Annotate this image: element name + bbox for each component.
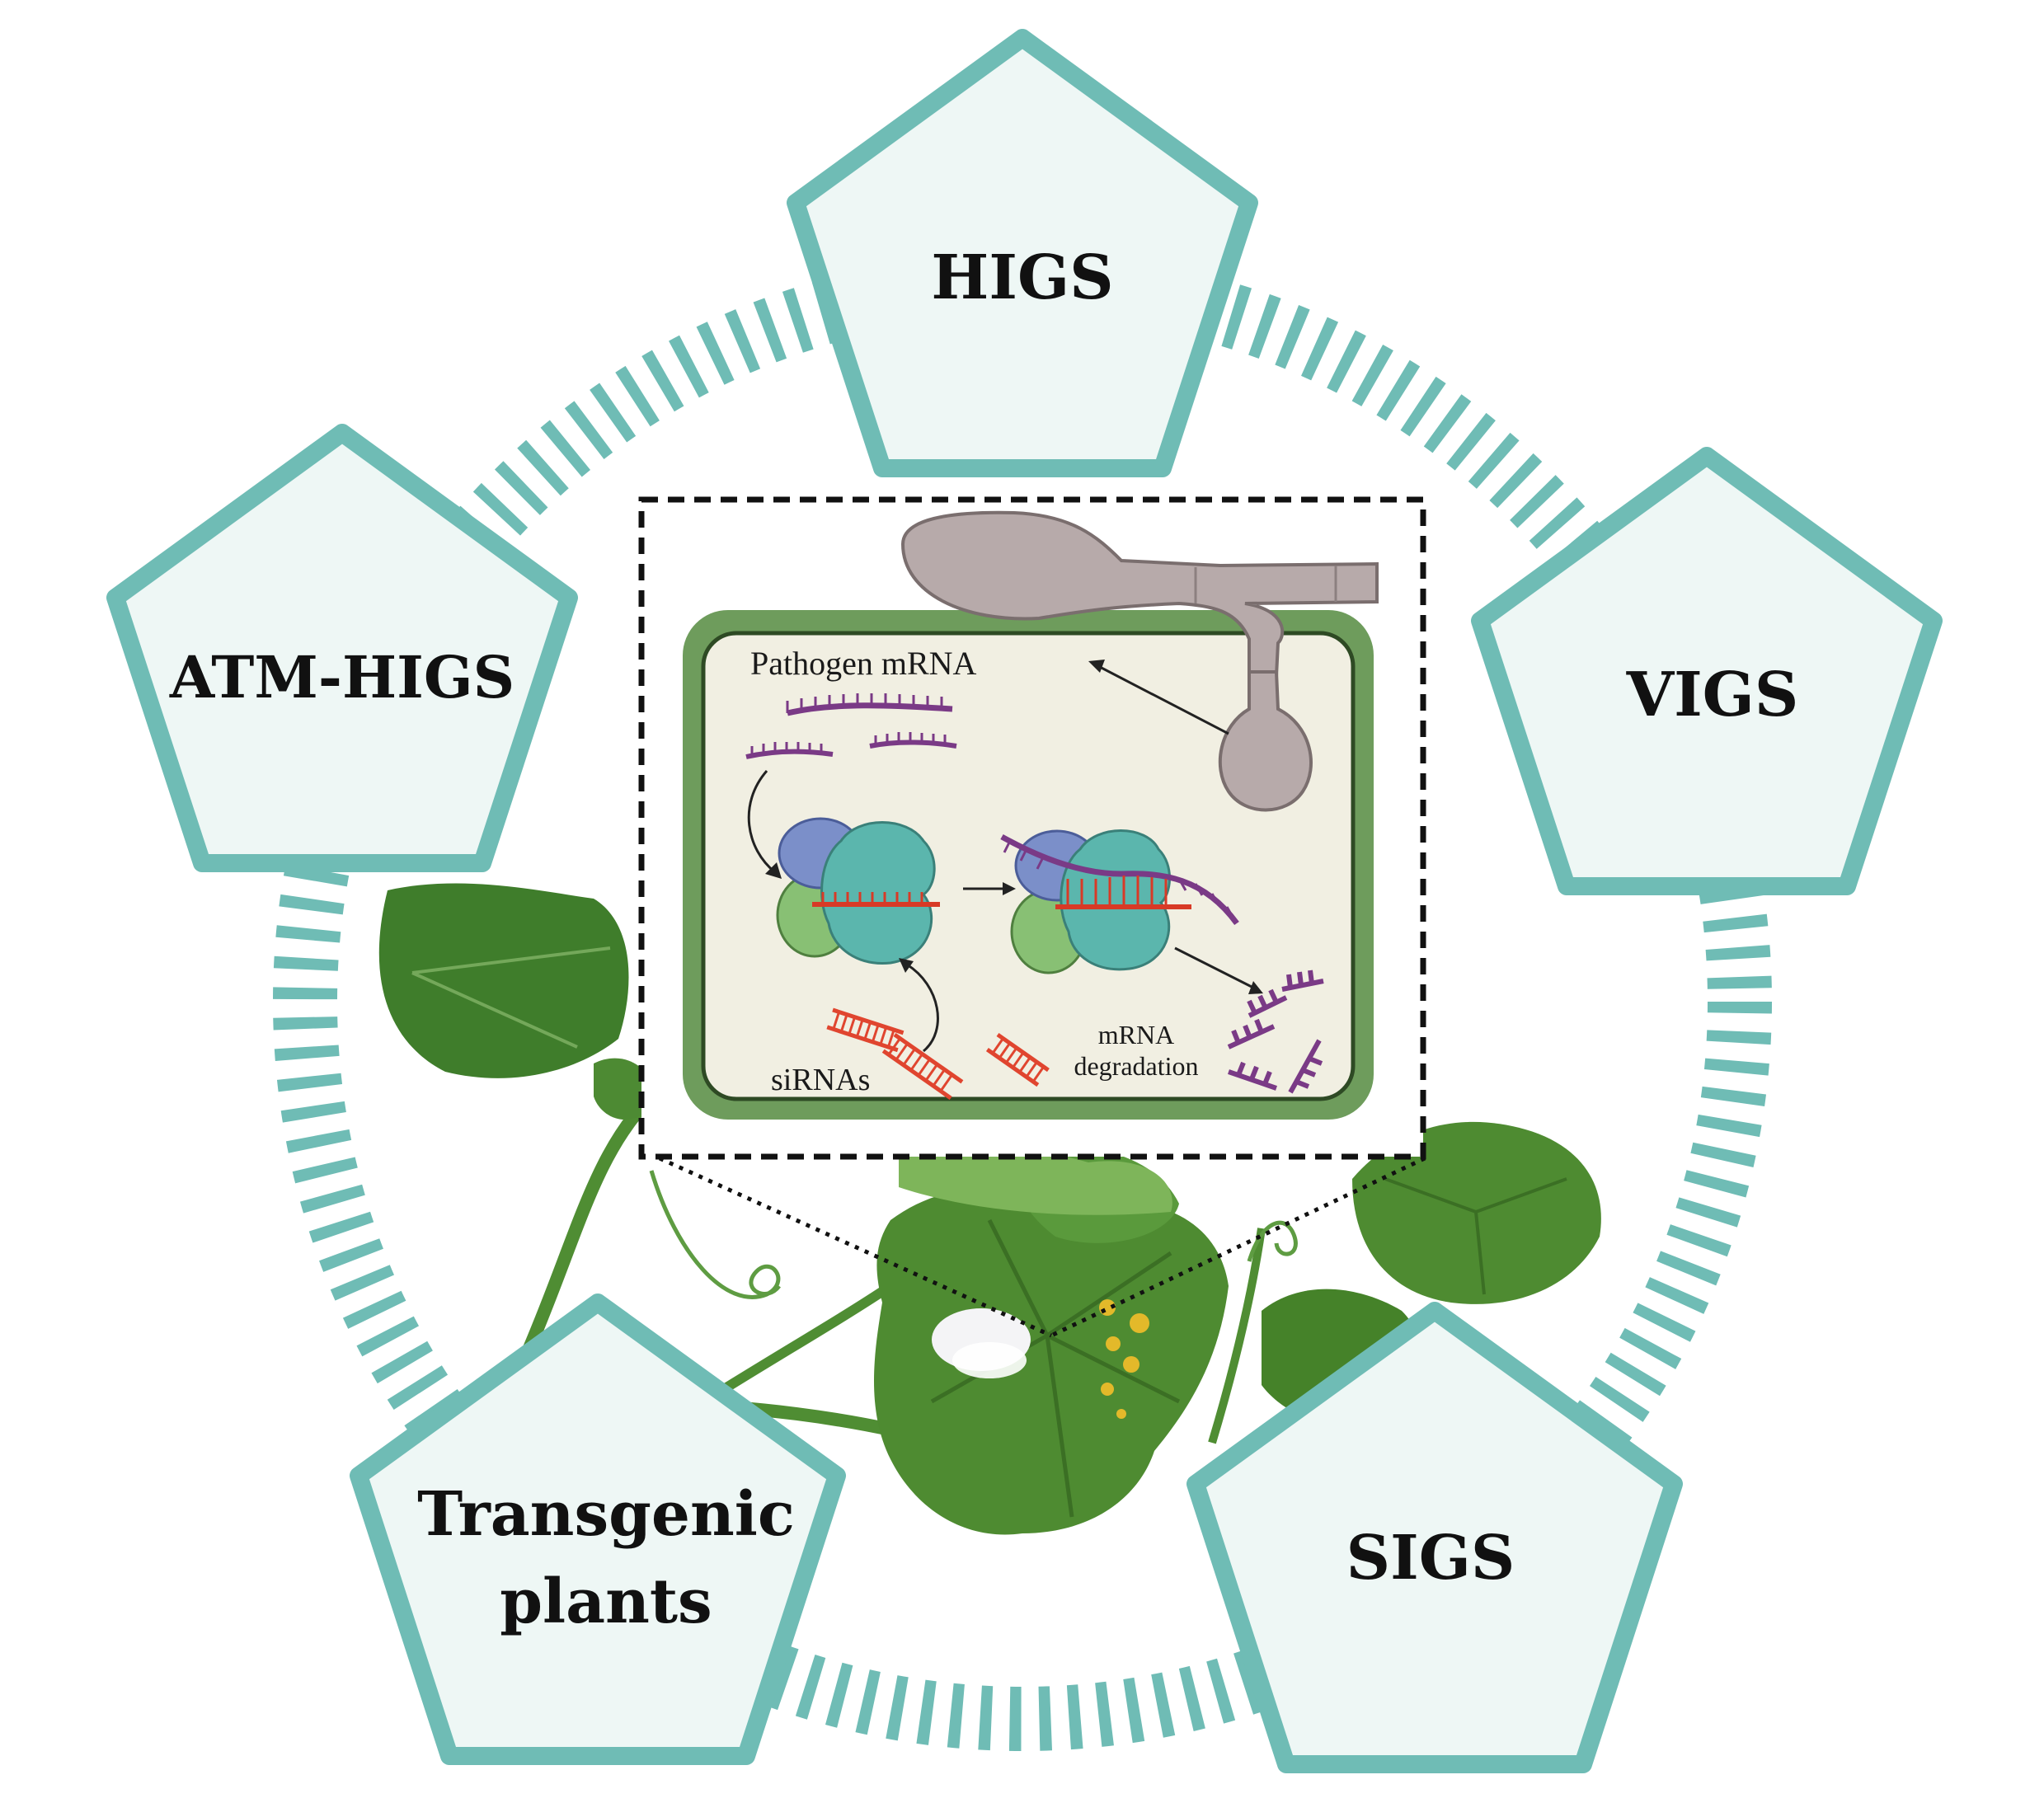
plant-tendril <box>1247 1220 1298 1262</box>
pentagon-shape <box>106 424 578 872</box>
leaf-vein <box>411 946 611 1049</box>
spore <box>1123 1356 1139 1373</box>
label-vigs: VIGS <box>1626 660 1799 730</box>
leaf-upper-left <box>378 883 629 1078</box>
approach-transgenic-plants: Transgenic plants <box>350 1293 846 1765</box>
plant-tendril <box>649 1170 781 1299</box>
approach-higs: HIGS <box>787 29 1258 477</box>
arrow-mrna-to-risc <box>747 770 776 874</box>
ago-subunit <box>820 821 936 965</box>
dashed-ring <box>273 252 1772 1751</box>
label-transgenic-line1: Transgenic <box>417 1479 795 1550</box>
label-transgenic-line2: plants <box>500 1566 712 1637</box>
powdery-mildew-patch <box>952 1342 1027 1378</box>
cell-inset: Pathogen mRNA <box>638 496 1426 1160</box>
plant-stem <box>521 1092 656 1355</box>
arrowhead <box>899 958 914 973</box>
pentagon-shape <box>1186 1302 1683 1773</box>
haustorium <box>1218 670 1313 812</box>
target-mrna <box>1000 833 1239 926</box>
ago-subunit <box>1060 829 1171 971</box>
pathogen-mrna-strands <box>745 693 957 759</box>
label-sirnas: siRNAs <box>771 1063 870 1097</box>
pentagon-shape <box>1471 447 1943 895</box>
label-mrna-degradation-line1: mRNA <box>1098 1020 1174 1049</box>
risc-complex-2 <box>1000 829 1239 974</box>
label-higs: HIGS <box>931 242 1113 313</box>
spore <box>1116 1409 1126 1419</box>
arrowhead <box>1248 981 1263 994</box>
label-mrna-degradation-line2: degradation <box>1074 1051 1198 1081</box>
risc-complex-1 <box>776 817 940 965</box>
leaf-behind-box <box>899 1145 1172 1215</box>
spore <box>1106 1336 1121 1351</box>
zoom-line-right <box>1050 1156 1426 1338</box>
plant-stem <box>714 1282 894 1398</box>
sirna-duplexes <box>826 1007 1050 1101</box>
arrow-sirna-to-risc <box>906 963 939 1053</box>
pentagon-shape <box>350 1293 846 1765</box>
arrow-haustorium-to-mrna <box>1097 664 1229 735</box>
inset-dashed-border <box>638 496 1426 1160</box>
spore <box>1130 1313 1149 1333</box>
leaf-vein <box>1384 1177 1567 1295</box>
arrow-to-degradation <box>1174 946 1254 989</box>
label-atm-higs: ATM-HIGS <box>169 643 515 711</box>
leaf-left-small <box>594 1058 653 1120</box>
label-pathogen-mrna: Pathogen mRNA <box>750 645 977 682</box>
approach-sigs: SIGS <box>1186 1302 1683 1773</box>
arrowhead <box>1088 660 1105 673</box>
pentagon-shape <box>787 29 1258 477</box>
fungal-hypha <box>900 510 1379 812</box>
arrowhead <box>765 862 782 879</box>
label-sigs: SIGS <box>1346 1523 1515 1594</box>
zoom-line-left <box>658 1156 1053 1338</box>
plant-stem <box>1208 1228 1266 1444</box>
degraded-mrna-fragments <box>1227 970 1324 1094</box>
approach-atm-higs: ATM-HIGS <box>106 424 578 872</box>
arrowhead <box>1003 882 1016 895</box>
approach-vigs: VIGS <box>1471 447 1943 895</box>
spore <box>1101 1383 1114 1396</box>
